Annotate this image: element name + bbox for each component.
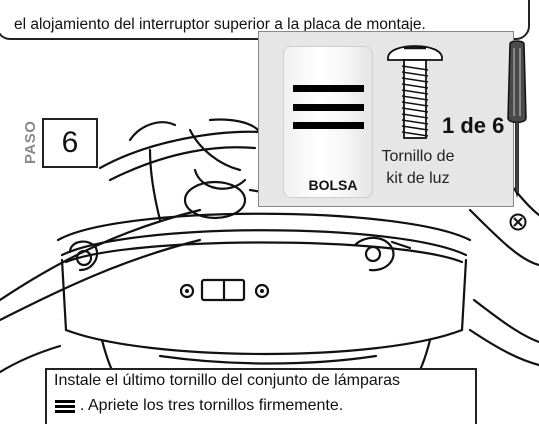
three-bar-icon [293, 85, 364, 92]
screw-caption: Tornillo de kit de luz [378, 146, 458, 190]
screw-count: 1 de 6 [442, 113, 505, 138]
screw-caption-line1: Tornillo de [381, 148, 455, 165]
three-bar-icon-middle [293, 104, 364, 111]
top-caption-text: el alojamiento del interruptor superior … [14, 16, 426, 33]
step-number: 6 [42, 118, 98, 168]
three-bar-icon-bottom [293, 122, 364, 129]
bag-label: BOLSA [308, 177, 358, 193]
step-label: PASO [20, 120, 40, 164]
step-label-text: PASO [22, 120, 39, 164]
three-bar-icon [55, 400, 75, 414]
instruction-line1: Instale el último tornillo del conjunto … [54, 372, 400, 389]
instruction-box [45, 368, 477, 424]
screwdriver-icon [507, 40, 527, 198]
screw-icon [387, 45, 443, 139]
instruction-line2: . Apriete los tres tornillos firmemente. [80, 397, 344, 414]
screw-caption-line2: kit de luz [386, 170, 450, 187]
no-phillips-icon [509, 213, 527, 231]
